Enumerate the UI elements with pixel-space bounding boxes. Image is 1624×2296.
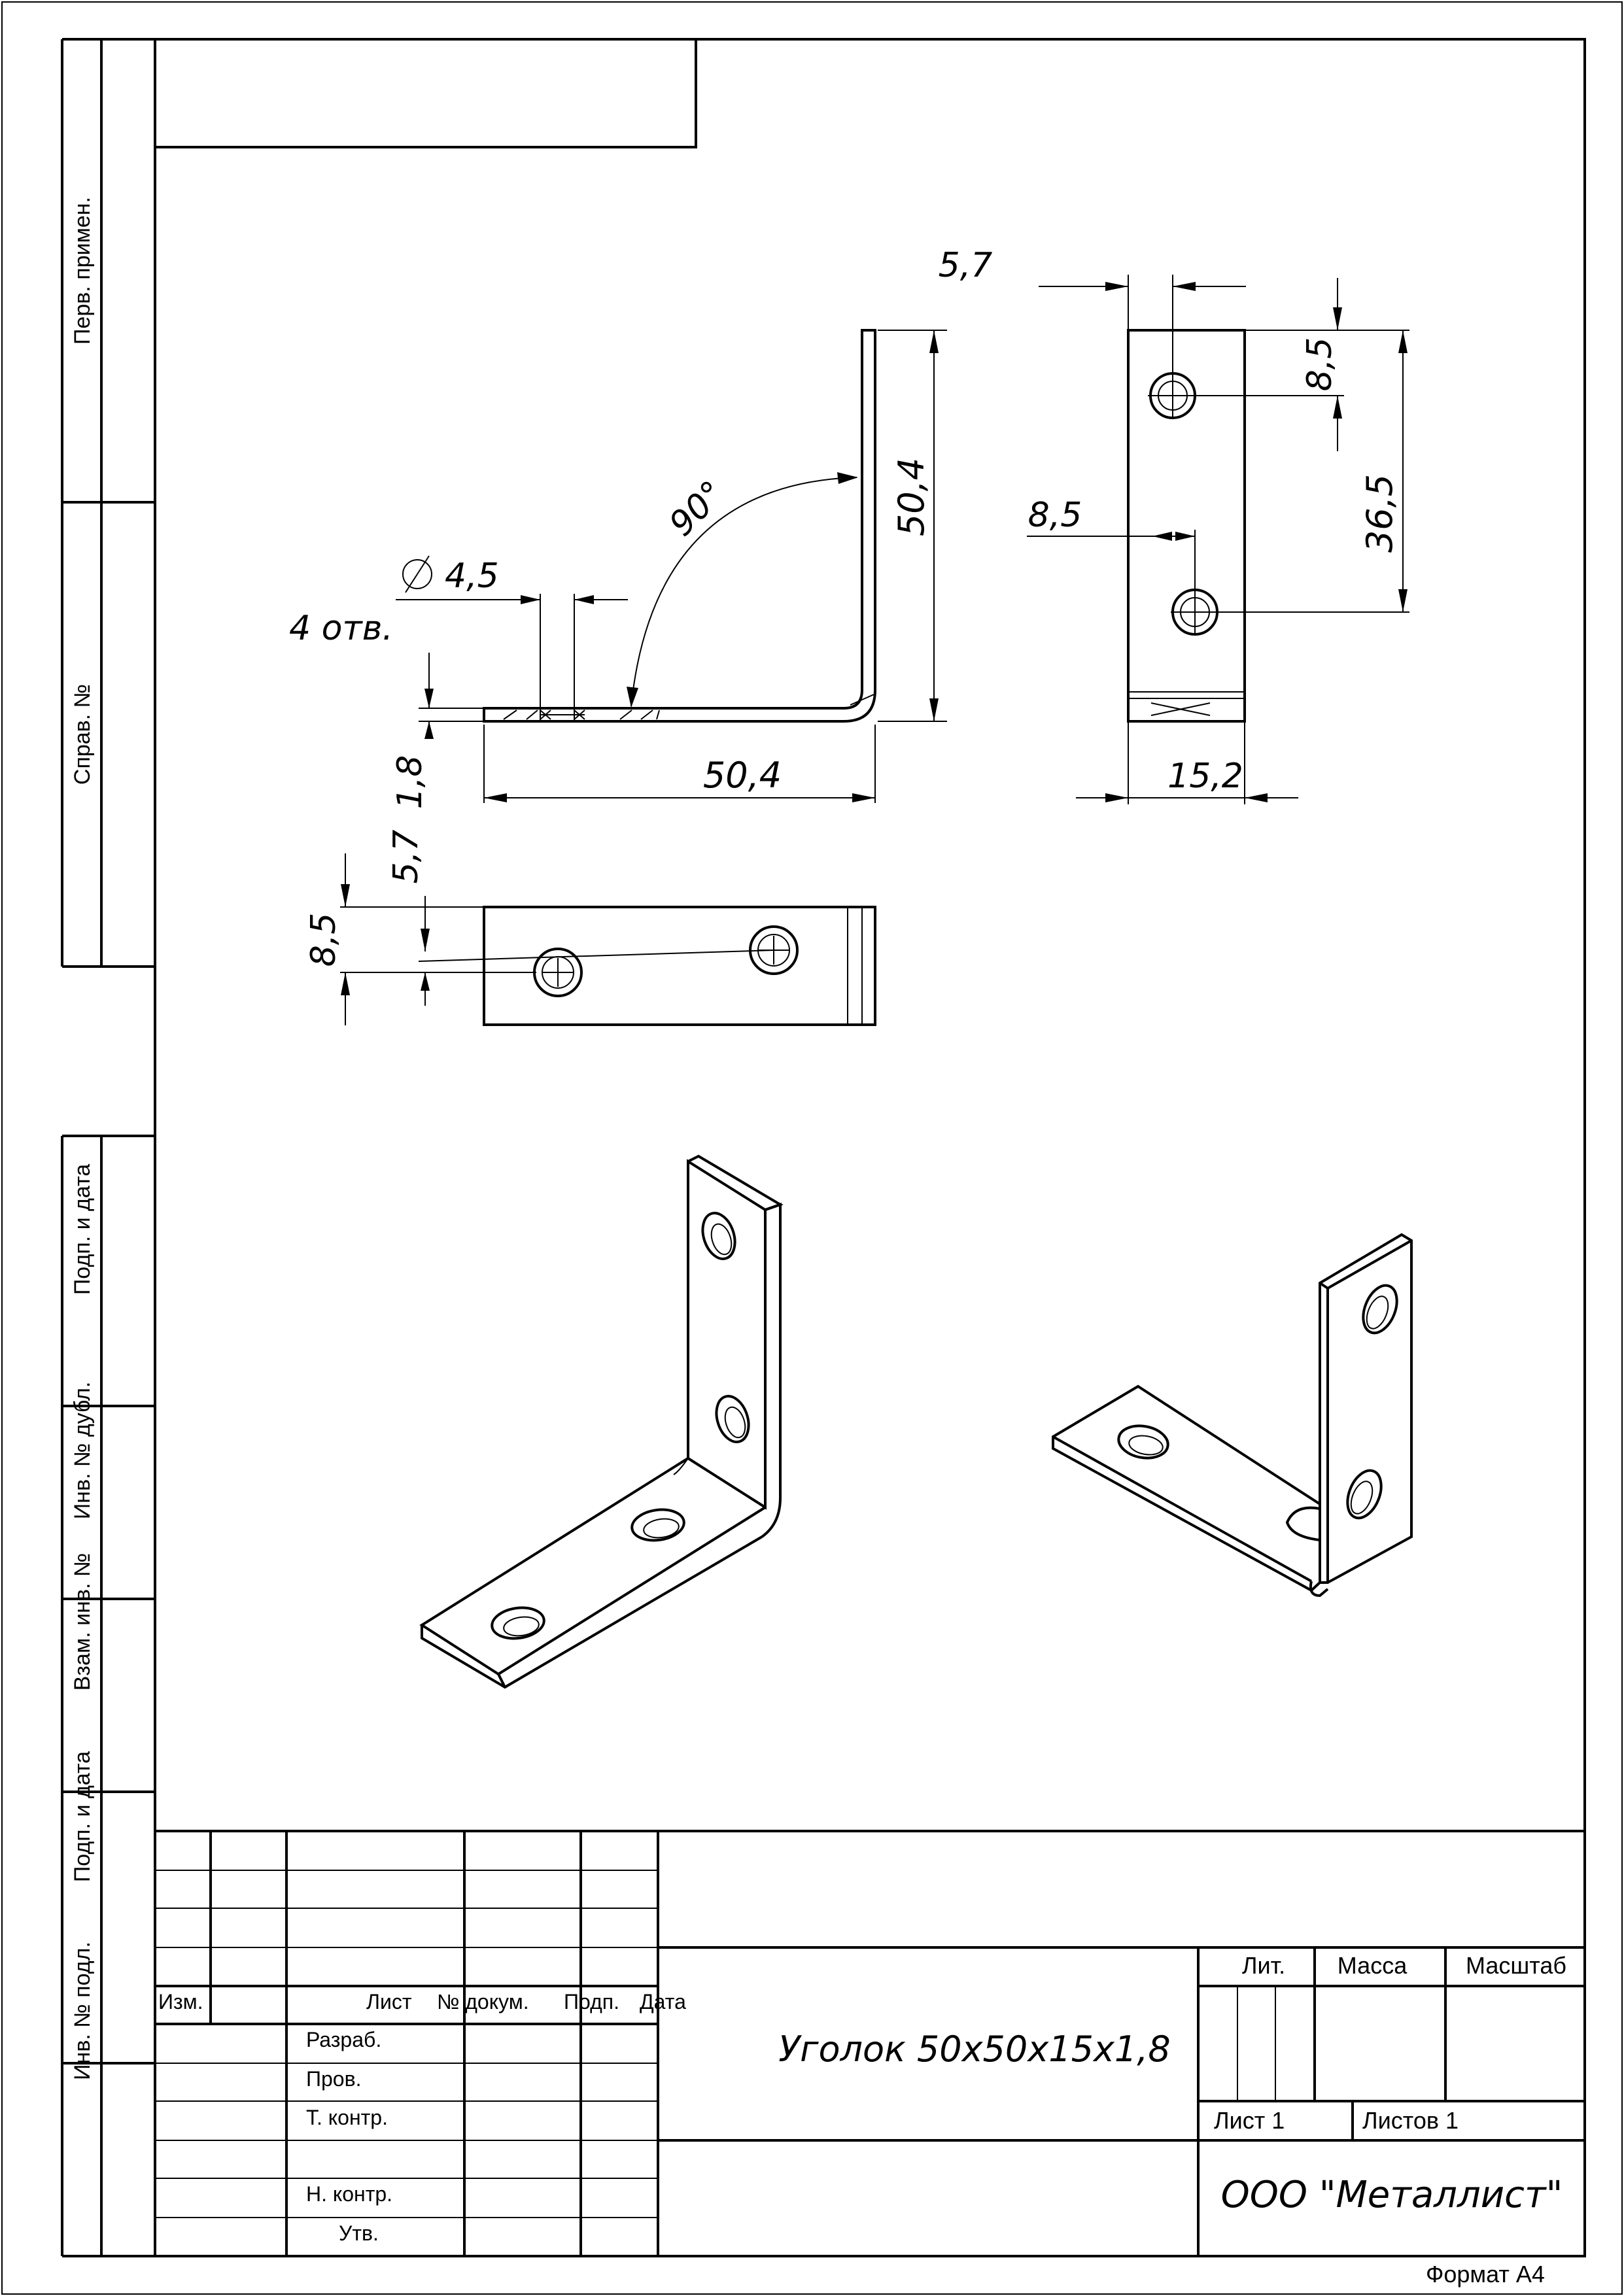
dim-8-5-mid-label: 8,5 bbox=[1028, 496, 1082, 535]
iso1-hole-3 bbox=[631, 1508, 685, 1542]
dim-8-5-left-label: 8,5 bbox=[304, 913, 343, 967]
tb-n-kontr: Н. контр. bbox=[306, 2182, 392, 2206]
dim-50-4-horizontal-label: 50,4 bbox=[703, 755, 782, 796]
tb-masshtab: Масштаб bbox=[1466, 1952, 1566, 1979]
dim-50-4-vertical-label: 50,4 bbox=[891, 458, 932, 536]
iso2-hole-2 bbox=[1346, 1469, 1383, 1520]
tb-podp: Подп. bbox=[564, 1990, 619, 2013]
dim-holes-label: 4 отв. bbox=[289, 609, 393, 648]
dim-thickness-label: 1,8 bbox=[390, 755, 430, 810]
title-block bbox=[155, 1830, 1585, 2256]
dim-36-5-label: 36,5 bbox=[1359, 474, 1400, 553]
label-sprav-no: Справ. № bbox=[70, 684, 95, 785]
tb-t-kontr: Т. контр. bbox=[306, 2106, 388, 2129]
tb-data: Дата bbox=[640, 1990, 686, 2013]
tb-izm: Изм. bbox=[158, 1990, 203, 2013]
top-left-box bbox=[154, 38, 697, 148]
dim-5-7-left-label: 5,7 bbox=[387, 830, 426, 884]
dim-8-5-mid bbox=[1027, 532, 1195, 541]
tb-format: Формат А4 bbox=[1426, 2261, 1545, 2287]
dim-50-4-horizontal bbox=[483, 725, 876, 803]
dim-5-7-left bbox=[421, 896, 430, 1006]
tb-razrab: Разраб. bbox=[306, 2028, 381, 2051]
dim-8-5-right bbox=[1245, 278, 1409, 451]
iso1-hole-1 bbox=[701, 1212, 736, 1260]
label-perv-primen: Перв. примен. bbox=[70, 197, 95, 345]
dim-5-7-top-label: 5,7 bbox=[939, 246, 993, 285]
dim-angle-90 bbox=[627, 472, 858, 708]
dim-diameter bbox=[396, 555, 628, 721]
dim-angle-90-label: 90° bbox=[662, 473, 733, 544]
tb-list-1: Лист 1 bbox=[1214, 2107, 1285, 2134]
dim-5-7-top bbox=[1039, 275, 1246, 373]
tb-company: ООО "Металлист" bbox=[1221, 2174, 1563, 2216]
tb-lit: Лит. bbox=[1242, 1952, 1285, 1979]
tb-massa: Масса bbox=[1338, 1952, 1408, 1979]
tb-list: Лист bbox=[366, 1990, 412, 2013]
tb-listov-1: Листов 1 bbox=[1362, 2107, 1459, 2134]
isometric-view-right bbox=[1052, 1233, 1413, 1598]
label-vzam-inv-no: Взам. инв. № bbox=[70, 1553, 95, 1691]
dim-diameter-label: 4,5 bbox=[445, 557, 499, 596]
top-view bbox=[340, 906, 876, 1026]
label-inv-no-dubl: Инв. № дубл. bbox=[70, 1382, 95, 1520]
dim-15-2 bbox=[1076, 723, 1298, 804]
tb-utv: Утв. bbox=[339, 2221, 379, 2245]
iso1-hole-4 bbox=[491, 1606, 545, 1640]
dim-50-4-vertical bbox=[878, 330, 947, 722]
front-view bbox=[483, 329, 876, 723]
dim-8-5-right-label: 8,5 bbox=[1300, 337, 1339, 392]
label-podp-data-2: Подп. и дата bbox=[70, 1751, 95, 1882]
iso1-hole-2 bbox=[715, 1395, 750, 1443]
dim-36-5 bbox=[1398, 330, 1408, 612]
dim-15-2-label: 15,2 bbox=[1167, 757, 1243, 796]
side-view bbox=[1127, 329, 1409, 723]
left-margin-strip bbox=[61, 38, 155, 2257]
drawing-frame bbox=[154, 38, 1586, 2257]
label-inv-no-podl: Инв. № подл. bbox=[70, 1942, 95, 2080]
top-hole-right bbox=[749, 925, 799, 975]
tb-no-dokum: № докум. bbox=[437, 1990, 529, 2013]
iso2-hole-3 bbox=[1117, 1424, 1169, 1460]
tb-prov: Пров. bbox=[306, 2067, 361, 2091]
isometric-view-left bbox=[419, 1154, 784, 1689]
dim-8-5-left bbox=[341, 853, 350, 1025]
dim-thickness bbox=[419, 653, 483, 739]
tb-designation: Уголок 50х50х15х1,8 bbox=[778, 2029, 1171, 2070]
label-podp-data-1: Подп. и дата bbox=[70, 1164, 95, 1295]
iso2-hole-1 bbox=[1362, 1284, 1398, 1335]
